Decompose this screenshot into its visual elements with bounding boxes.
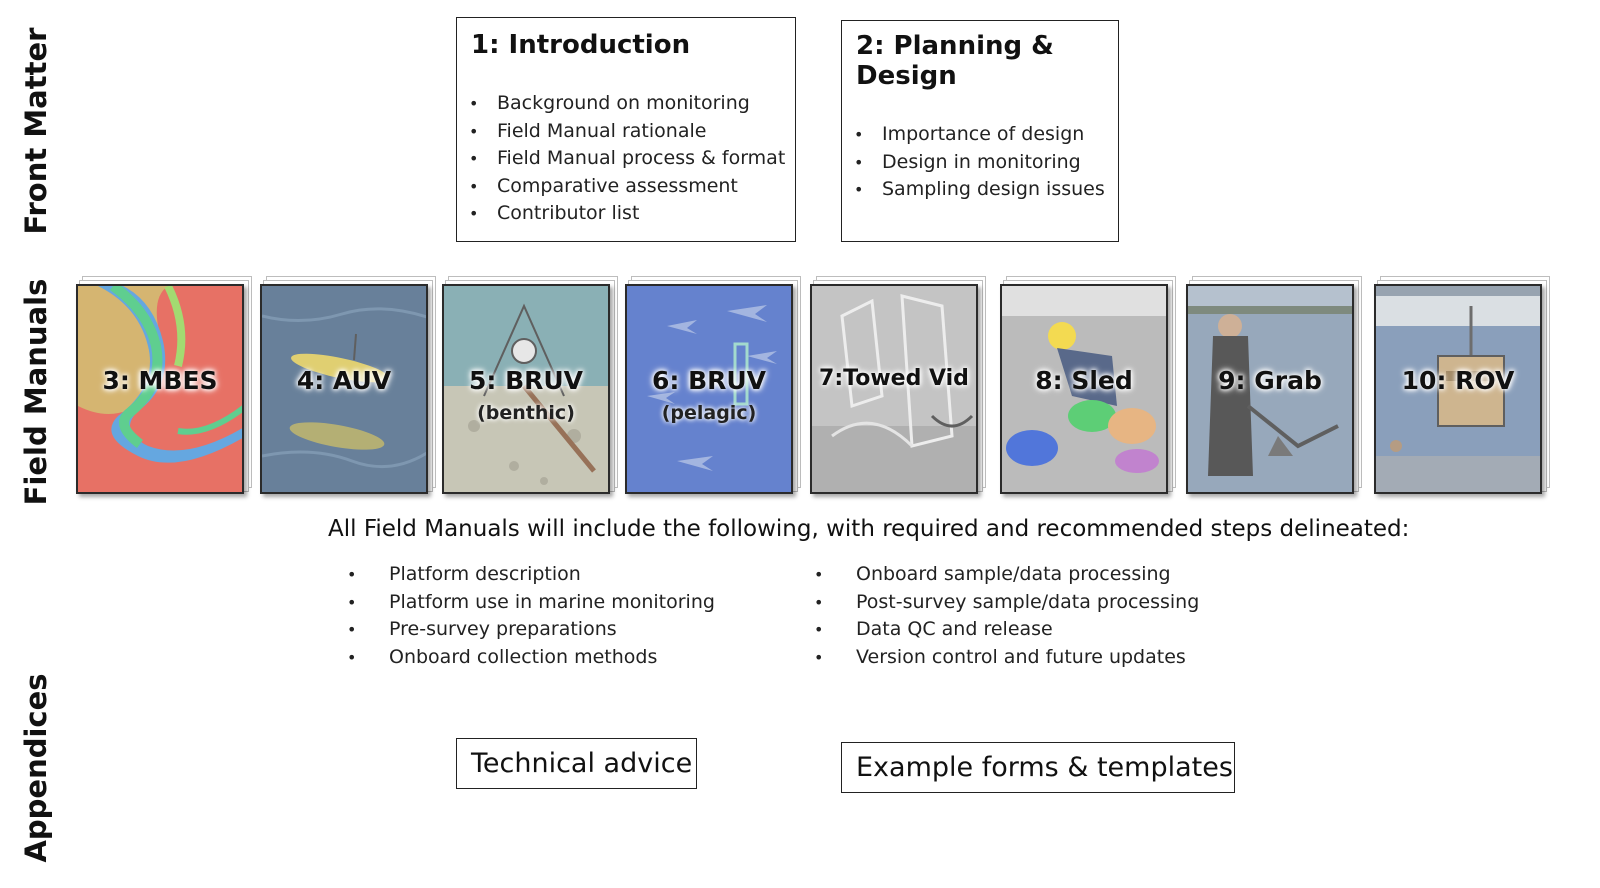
- manual-label: 3: MBES: [102, 366, 218, 395]
- list-item: Platform description: [347, 561, 715, 589]
- manual-book-bruv-benthic: 5: BRUV (benthic): [442, 276, 620, 496]
- section-label-field-manuals: Field Manuals: [19, 278, 53, 506]
- example-forms-box: Example forms & templates: [841, 742, 1235, 793]
- list-item: Platform use in marine monitoring: [347, 589, 715, 617]
- planning-box: 2: Planning & Design Importance of desig…: [841, 20, 1119, 242]
- bruv-benthic-cover-image: 5: BRUV (benthic): [442, 284, 610, 494]
- section-label-front-matter: Front Matter: [19, 27, 53, 235]
- sled-cover-image: 8: Sled: [1000, 284, 1168, 494]
- section-label-appendices: Appendices: [19, 673, 53, 863]
- rov-cover-image: 10: ROV: [1374, 284, 1542, 494]
- manual-label: 8: Sled: [1035, 366, 1133, 395]
- manual-sublabel: (benthic): [477, 402, 575, 424]
- steps-list-right: Onboard sample/data processing Post-surv…: [814, 561, 1199, 671]
- list-item: Field Manual rationale: [457, 118, 795, 146]
- list-item: Data QC and release: [814, 616, 1199, 644]
- steps-list-left: Platform description Platform use in mar…: [347, 561, 715, 671]
- list-item: Onboard sample/data processing: [814, 561, 1199, 589]
- planning-box-title: 2: Planning & Design: [856, 31, 1054, 91]
- manual-label: 4: AUV: [296, 366, 392, 395]
- mbes-cover-image: 3: MBES: [76, 284, 244, 494]
- intro-box-list: Background on monitoring Field Manual ra…: [457, 90, 795, 228]
- manual-label: 10: ROV: [1401, 366, 1515, 395]
- bruv-pelagic-cover-image: 6: BRUV (pelagic): [625, 284, 793, 494]
- list-item: Design in monitoring: [842, 149, 1118, 177]
- list-item: Contributor list: [457, 200, 795, 228]
- list-item: Importance of design: [842, 121, 1118, 149]
- manual-label: 7:Towed Vid: [819, 366, 969, 391]
- manual-book-bruv-pelagic: 6: BRUV (pelagic): [625, 276, 803, 496]
- list-item: Sampling design issues: [842, 176, 1118, 204]
- grab-cover-image: 9: Grab: [1186, 284, 1354, 494]
- technical-advice-box: Technical advice: [456, 738, 697, 789]
- manual-book-mbes: 3: MBES: [76, 276, 254, 496]
- intro-box-title: 1: Introduction: [471, 30, 691, 60]
- list-item: Field Manual process & format: [457, 145, 795, 173]
- manual-book-towed-video: 7:Towed Vid: [810, 276, 988, 496]
- towed-video-cover-image: 7:Towed Vid: [810, 284, 978, 494]
- list-item: Comparative assessment: [457, 173, 795, 201]
- manual-book-grab: 9: Grab: [1186, 276, 1364, 496]
- manual-label: 6: BRUV: [651, 366, 767, 395]
- list-item: Pre-survey preparations: [347, 616, 715, 644]
- list-item: Background on monitoring: [457, 90, 795, 118]
- manual-book-rov: 10: ROV: [1374, 276, 1552, 496]
- planning-box-list: Importance of design Design in monitorin…: [842, 121, 1118, 204]
- manual-label: 9: Grab: [1218, 366, 1322, 395]
- list-item: Onboard collection methods: [347, 644, 715, 672]
- intro-box: 1: Introduction Background on monitoring…: [456, 17, 796, 242]
- manual-book-auv: 4: AUV: [260, 276, 438, 496]
- manual-book-sled: 8: Sled: [1000, 276, 1178, 496]
- field-manuals-intro: All Field Manuals will include the follo…: [328, 516, 1410, 542]
- list-item: Version control and future updates: [814, 644, 1199, 672]
- manual-sublabel: (pelagic): [661, 402, 757, 424]
- auv-cover-image: 4: AUV: [260, 284, 428, 494]
- list-item: Post-survey sample/data processing: [814, 589, 1199, 617]
- manual-label: 5: BRUV: [468, 366, 584, 395]
